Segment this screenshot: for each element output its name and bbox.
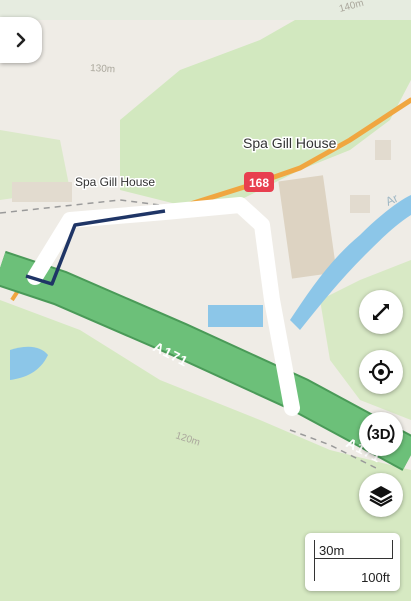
map-partial-label: Ar: [383, 191, 400, 209]
road-number-badge: [244, 172, 274, 192]
route-path: [27, 197, 300, 416]
building: [278, 175, 337, 279]
secondary-road: [162, 97, 411, 215]
road-number-badge-label: 168: [249, 176, 269, 190]
rotate-arrow-icon: [367, 424, 395, 443]
scale-bar-imperial-line: [314, 559, 392, 581]
place-label-spa-gill-right: Spa Gill House: [243, 135, 337, 151]
contour-label-130: 130m: [90, 63, 116, 75]
woodland-top-right: [120, 0, 411, 205]
view-3d-button[interactable]: 3D: [359, 412, 403, 456]
scale-bar: 30m 100ft: [305, 533, 400, 591]
river: [290, 195, 411, 330]
expand-panel-button[interactable]: [0, 17, 42, 63]
route-completed: [25, 209, 166, 286]
building: [12, 182, 72, 202]
building: [375, 140, 391, 160]
view-3d-label: 3D: [371, 425, 391, 443]
pond: [208, 305, 263, 327]
scale-imperial-label: 100ft: [361, 570, 390, 585]
water-left: [10, 346, 48, 380]
expand-arrows-icon: [373, 304, 389, 320]
layers-button[interactable]: [359, 473, 403, 517]
building: [350, 195, 370, 213]
dashed-track: [289, 429, 381, 471]
crosshair-icon: [369, 360, 393, 384]
scale-metric-label: 30m: [319, 543, 345, 558]
woodland-bottom: [0, 300, 411, 601]
layers-icon: [369, 486, 393, 507]
scale-bar-metric-line: [314, 540, 393, 559]
chevron-right-icon: [16, 32, 26, 48]
place-label-spa-gill-left: Spa Gill House: [75, 175, 155, 189]
locate-me-button[interactable]: [359, 350, 403, 394]
fullscreen-button[interactable]: [359, 290, 403, 334]
grass-strip-top: [0, 0, 411, 20]
